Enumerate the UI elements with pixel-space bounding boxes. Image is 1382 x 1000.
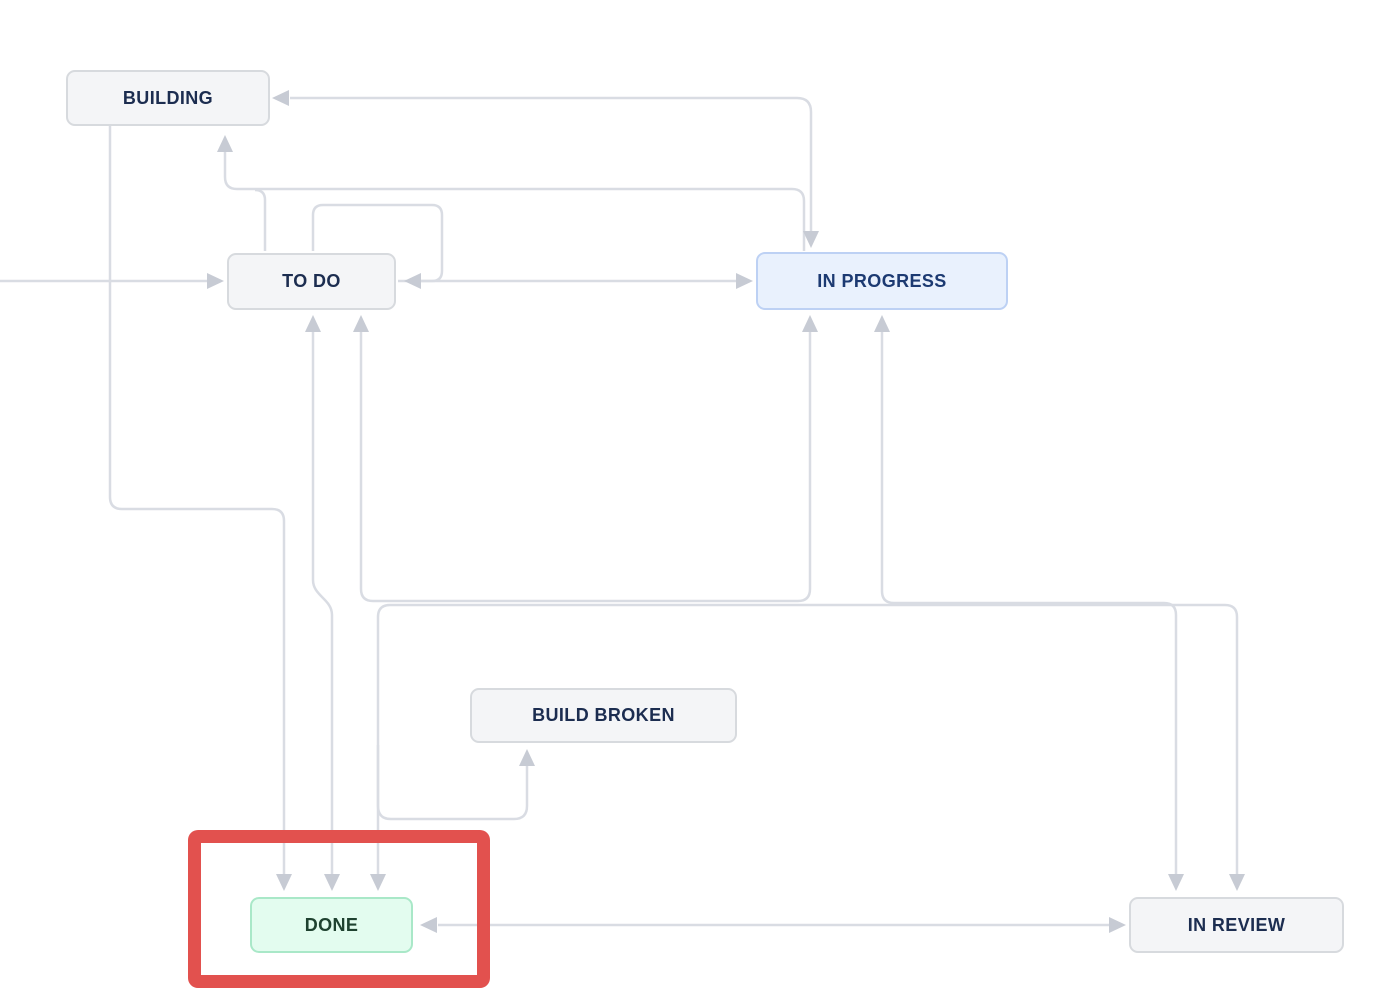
arrowhead — [1109, 917, 1126, 933]
arrowhead — [272, 90, 289, 106]
arrowhead — [276, 874, 292, 891]
arrowhead — [324, 874, 340, 891]
status-node-in-progress[interactable]: IN PROGRESS — [756, 252, 1008, 310]
status-node-done[interactable]: DONE — [250, 897, 413, 953]
connector-building-to-done — [108, 126, 286, 876]
arrowhead — [207, 273, 224, 289]
connector-done-inreview-corridor — [376, 603, 1239, 876]
connector-todo-done-jog — [311, 331, 334, 876]
status-node-build-broken[interactable]: BUILD BROKEN — [470, 688, 737, 743]
connector-todo-top-stub — [254, 188, 267, 251]
done-highlight-rectangle — [188, 830, 490, 988]
connector-todo-inprogress-bottom-loop — [359, 331, 812, 603]
connector-inprogress-building-top — [290, 96, 813, 234]
arrowhead — [353, 315, 369, 332]
arrowhead — [802, 315, 818, 332]
arrowhead — [404, 273, 421, 289]
connector-inprogress-inreview — [880, 331, 1178, 876]
arrowhead — [519, 749, 535, 766]
connector-todo-self-loop — [311, 203, 444, 283]
arrowhead — [736, 273, 753, 289]
arrowhead — [1229, 874, 1245, 891]
status-node-todo[interactable]: TO DO — [227, 253, 396, 310]
status-node-building[interactable]: BUILDING — [66, 70, 270, 126]
connector-building-bottom-corridor — [223, 150, 806, 251]
arrowhead — [420, 917, 437, 933]
arrowhead — [874, 315, 890, 332]
arrowhead — [1168, 874, 1184, 891]
connector-to-buildbroken — [376, 745, 529, 821]
arrowhead — [217, 135, 233, 152]
arrowhead — [370, 874, 386, 891]
arrowhead — [803, 231, 819, 248]
arrowhead — [305, 315, 321, 332]
status-node-in-review[interactable]: IN REVIEW — [1129, 897, 1344, 953]
